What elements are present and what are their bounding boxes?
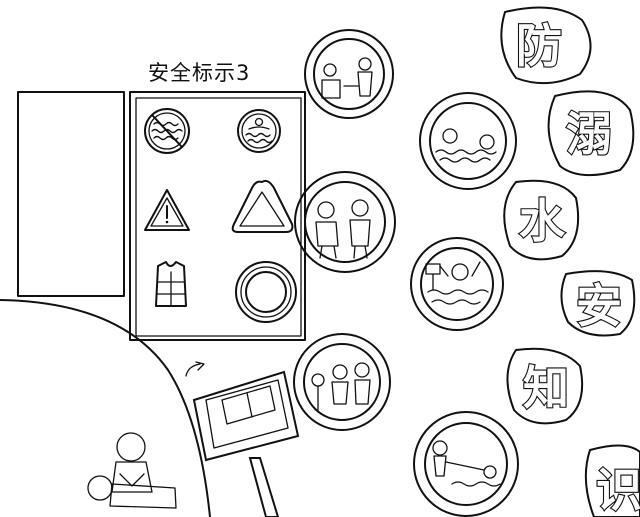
badge-drowning-child — [410, 237, 504, 331]
rescue-figures — [87, 432, 177, 509]
lifejacket-icon — [155, 261, 187, 307]
slogan-char-4: 安 — [576, 279, 622, 333]
badge-rescue — [413, 411, 519, 517]
signs-panel-title: 安全标示3 — [148, 61, 250, 85]
slogan-char-2: 溺 — [566, 107, 612, 161]
swimming-area-sign — [237, 109, 281, 153]
lifejacket-sign — [155, 261, 187, 307]
swimmer-icon — [254, 117, 264, 127]
badge-kids-sign — [304, 29, 394, 119]
badge-kids-swimming — [419, 92, 517, 190]
slogan-char-1: 防 — [516, 19, 562, 73]
slogan-char-5: 知 — [523, 361, 569, 415]
blank-note-box — [17, 91, 125, 297]
blank-triangle-icon — [231, 179, 294, 233]
children-with-lifejacket-icon — [317, 201, 335, 219]
drowning-child-icon — [451, 263, 469, 281]
slogan-char-6: 识 — [596, 463, 640, 517]
warning-sign — [144, 189, 190, 231]
badge-kids-lifejacket — [294, 171, 396, 273]
rescue-scene-icon — [432, 440, 448, 456]
signs-panel: 安全标示3 — [129, 61, 306, 341]
no-swimming-sign — [144, 108, 190, 154]
children-with-sign-icon — [323, 63, 337, 77]
slogan-char-3: 水 — [519, 194, 566, 248]
children-swimming-icon — [442, 128, 458, 144]
victim-head — [87, 475, 113, 501]
rescuer-head — [116, 432, 146, 462]
lifebuoy-icon — [235, 261, 297, 323]
triangle-sign — [231, 179, 294, 233]
lifebuoy-sign — [235, 261, 297, 323]
badge-kids-lifebuoy — [293, 333, 391, 431]
no-swimming-icon — [152, 115, 182, 147]
direction-sign-icon — [221, 385, 276, 425]
direction-road-sign — [185, 361, 300, 517]
slogan: 防 溺 水 安 知 识 — [500, 6, 640, 517]
pool-edge-curve — [0, 299, 211, 517]
children-with-lifebuoy-icon — [332, 364, 348, 380]
